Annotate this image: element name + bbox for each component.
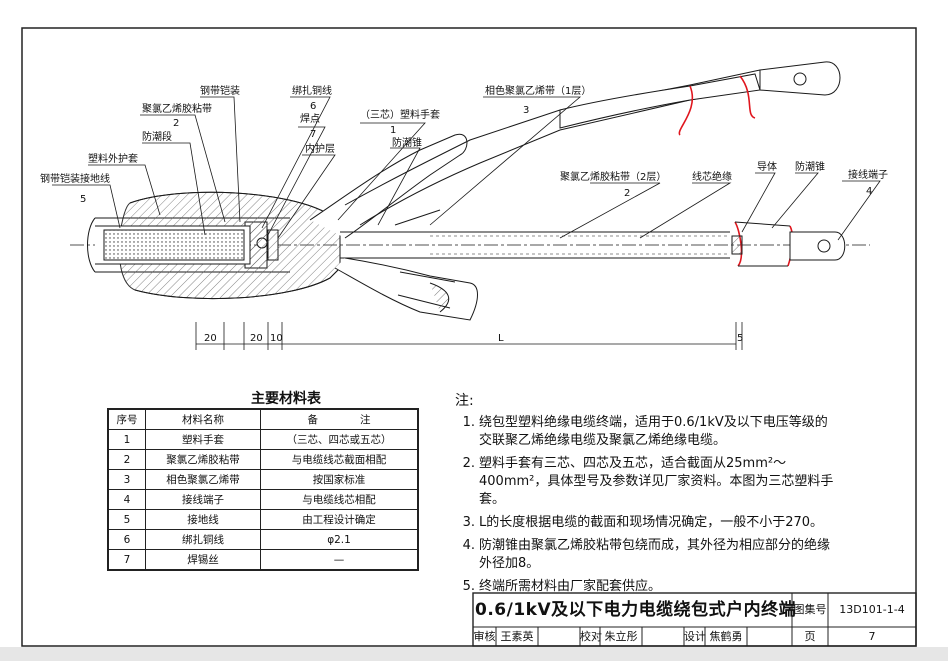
dim-20-a: 20 [204,333,217,344]
note-text: 塑料手套有三芯、四芯及五芯，适合截面从25mm²～400mm²，具体型号及参数详… [479,456,834,507]
note-text: 防潮锥由聚氯乙烯胶粘带包绕而成，其外径为相应部分的绝缘外径加8。 [479,538,831,571]
row-no: 4 [107,489,146,510]
callout-moisture-cone: 防潮锥 [392,136,422,149]
row-note: 由工程设计确定 [260,509,419,530]
callout-glove-num: 1 [390,125,396,136]
row-no: 3 [107,469,146,490]
row-no: 1 [107,429,146,450]
callout-weld-point-num: 7 [310,129,316,140]
note-item: 3. L的长度根据电缆的截面和现场情况确定，一般不小于270。 [455,514,835,532]
row-no: 6 [107,529,146,550]
row-note: 与电缆线芯相配 [260,489,419,510]
callout-armor-ground: 钢带铠装接地线 [40,172,110,185]
callout-pvc-tape-num: 2 [173,118,179,129]
row-note: 与电缆线芯截面相配 [260,449,419,470]
atlas-number: 13D101-1-4 [839,603,905,616]
callout-color-tape: 相色聚氯乙烯带（1层） [485,84,591,97]
atlas-label: 图集号 [793,603,827,616]
materials-table-title: 主要材料表 [251,391,321,407]
note-item: 4. 防潮锥由聚氯乙烯胶粘带包绕而成，其外径为相应部分的绝缘外径加8。 [455,537,835,573]
callout-binding-wire: 绑扎铜线 [292,84,332,97]
callout-pvc-tape-2: 聚氯乙烯胶粘带（2层） [560,170,666,183]
row-name: 聚氯乙烯胶粘带 [145,449,261,470]
header-note: 备 注 [260,408,419,430]
callout-terminal: 接线端子 [848,168,888,181]
note-num: 5. [462,579,475,594]
row-name: 相色聚氯乙烯带 [145,469,261,490]
row-no: 5 [107,509,146,530]
row-note: — [260,549,419,571]
row-name: 接地线 [145,509,261,530]
note-num: 1. [462,415,475,430]
callout-color-tape-num: 3 [523,105,529,116]
row-note: （三芯、四芯或五芯） [260,429,419,450]
row-name: 塑料手套 [145,429,261,450]
note-item: 1. 绕包型塑料绝缘电缆终端，适用于0.6/1kV及以下电压等级的交联聚乙烯绝缘电… [455,414,835,450]
design-name: 焦鹤勇 [709,630,743,643]
row-note: φ2.1 [260,529,419,550]
note-text: L的长度根据电缆的截面和现场情况确定，一般不小于270。 [479,515,824,530]
design-label: 设计 [684,630,706,643]
notes-heading: 注: [455,393,474,409]
row-name: 接线端子 [145,489,261,510]
note-item: 2. 塑料手套有三芯、四芯及五芯，适合截面从25mm²～400mm²，具体型号及参… [455,455,835,509]
bottom-strip [0,647,948,661]
callout-moisture-section: 防潮段 [142,130,172,143]
callout-pvc-tape: 聚氯乙烯胶粘带 [142,102,212,115]
dim-10: 10 [270,333,283,344]
dim-20-b: 20 [250,333,263,344]
header-name: 材料名称 [145,408,261,430]
dimension-lines [195,322,743,350]
note-num: 3. [462,515,475,530]
callout-binding-wire-num: 6 [310,101,316,112]
review-name: 王素英 [500,630,534,643]
callout-steel-armor: 钢带铠装 [200,84,240,97]
note-text: 绕包型塑料绝缘电缆终端，适用于0.6/1kV及以下电压等级的交联聚乙烯绝缘电缆及… [479,415,828,448]
page-number: 7 [868,630,876,643]
leader-lines [52,96,881,241]
row-name: 绑扎铜线 [145,529,261,550]
sheet-frame [21,27,917,647]
callout-glove: （三芯）塑料手套 [360,108,440,121]
page-label: 页 [804,630,816,643]
callout-conductor: 导体 [757,161,777,173]
drawing-title: 0.6/1kV及以下电力电缆绕包式户内终端 [475,600,797,620]
dim-l: L [498,333,504,344]
review-label: 审核 [473,630,496,643]
row-note: 按国家标准 [260,469,419,490]
row-no: 7 [107,549,146,571]
callout-terminal-num: 4 [866,186,872,197]
note-num: 2. [462,456,475,471]
dim-5: 5 [737,333,743,344]
notes-block: 注: 1. 绕包型塑料绝缘电缆终端，适用于0.6/1kV及以下电压等级的交联聚乙烯… [455,392,835,601]
callout-pvc-tape-2-num: 2 [624,188,630,199]
check-label: 校对 [580,630,602,643]
callout-armor-ground-num: 5 [80,194,86,205]
table-header-row: 序号 材料名称 备 注 [107,408,419,430]
callout-moisture-cone-2: 防潮锥 [795,160,825,173]
note-text: 终端所需材料由厂家配套供应。 [479,579,662,594]
check-name: 朱立彤 [604,630,638,643]
row-no: 2 [107,449,146,470]
callout-outer-sheath: 塑料外护套 [88,152,138,165]
callout-core-insulation: 线芯绝缘 [692,170,732,183]
title-block-frame [472,592,917,647]
header-no: 序号 [107,408,146,430]
note-num: 4. [462,538,475,553]
callout-weld-point: 焊点 [300,113,320,125]
note-item: 5. 终端所需材料由厂家配套供应。 [455,578,835,596]
row-name: 焊锡丝 [145,549,261,571]
callout-inner-sheath: 内护层 [305,142,335,155]
